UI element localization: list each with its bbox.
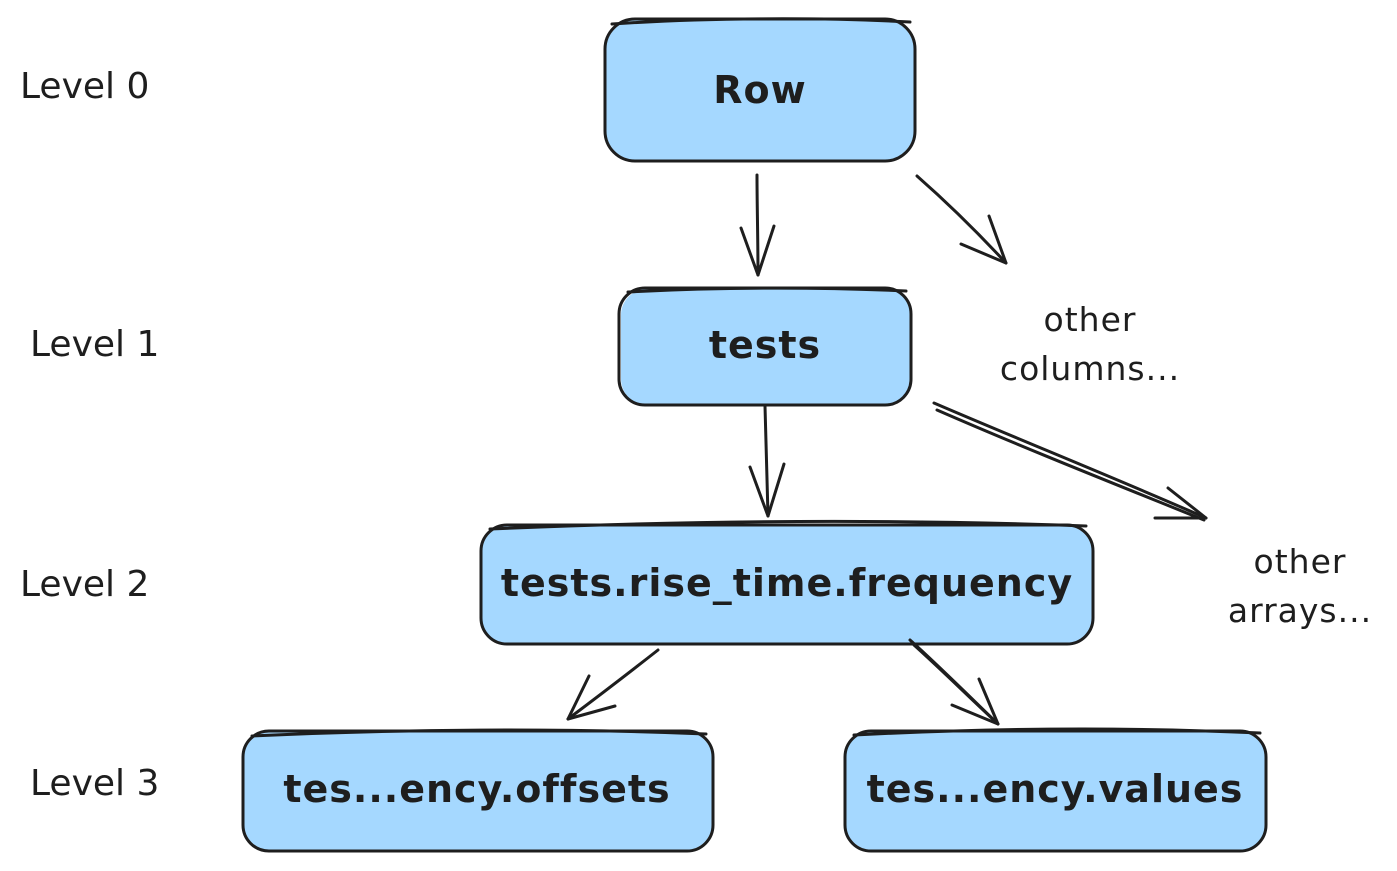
node-offsets-fill (244, 732, 712, 850)
arrow-tests-to-other-arrays-shaft-2 (935, 408, 1206, 522)
node-tests-label: tests (709, 323, 821, 367)
node-values[interactable]: tes...ency.values (843, 727, 1268, 853)
node-frequency-fill (482, 526, 1092, 644)
node-tests-fill (621, 289, 911, 405)
node-values-sketch-line (852, 727, 1262, 737)
arrow-tests-to-frequency (748, 404, 786, 518)
note-other-columns: other columns... (1000, 300, 1180, 388)
node-frequency[interactable]: tests.rise_time.frequency (479, 519, 1095, 646)
arrow-row-to-tests (739, 173, 776, 277)
note-other-arrays-line1: other (1254, 542, 1347, 581)
arrow-row-to-other-columns (915, 174, 1008, 265)
arrow-frequency-to-offsets-head (566, 674, 617, 721)
level-1-label: Level 1 (30, 324, 159, 365)
node-offsets-sketch-line (250, 728, 708, 738)
node-values-label: tes...ency.values (867, 767, 1244, 811)
arrow-row-to-tests-shaft (755, 173, 760, 277)
node-values-border (843, 729, 1268, 853)
arrow-row-to-other-columns-shaft (915, 174, 1008, 265)
node-frequency-sketch-line (488, 519, 1088, 531)
node-offsets[interactable]: tes...ency.offsets (241, 728, 715, 853)
level-2-label: Level 2 (20, 564, 149, 605)
arrow-row-to-tests-head (739, 224, 776, 277)
arrow-tests-to-other-arrays-shaft (932, 401, 1208, 520)
level-0-label: Level 0 (20, 66, 149, 107)
node-offsets-label: tes...ency.offsets (283, 767, 670, 811)
note-other-columns-line1: other (1044, 300, 1137, 339)
node-tests-sketch-line (626, 286, 908, 294)
arrow-frequency-to-values-head (950, 677, 1000, 726)
arrow-tests-to-frequency-head (748, 462, 786, 518)
arrow-frequency-to-offsets (566, 648, 660, 721)
node-row-fill (606, 20, 914, 160)
note-other-arrays: other arrays... (1228, 542, 1372, 630)
node-values-fill (846, 730, 1266, 850)
arrow-tests-to-frequency-shaft (763, 404, 770, 518)
arrow-tests-to-other-arrays (932, 401, 1208, 522)
node-row-sketch-line (610, 17, 912, 26)
node-frequency-label: tests.rise_time.frequency (501, 561, 1073, 605)
arrow-tests-to-other-arrays-head (1153, 486, 1208, 520)
node-tests[interactable]: tests (617, 286, 913, 407)
level-3-label: Level 3 (30, 763, 159, 804)
node-row-label: Row (713, 68, 806, 112)
note-other-arrays-line2: arrays... (1228, 591, 1372, 630)
note-other-columns-line2: columns... (1000, 349, 1180, 388)
arrow-frequency-to-offsets-shaft (566, 648, 660, 721)
arrow-frequency-to-values (908, 638, 1000, 726)
node-row[interactable]: Row (603, 17, 917, 163)
arrow-frequency-to-values-shaft-2 (912, 643, 998, 724)
node-frequency-border (479, 523, 1095, 646)
arrow-row-to-other-columns-head (959, 214, 1008, 265)
